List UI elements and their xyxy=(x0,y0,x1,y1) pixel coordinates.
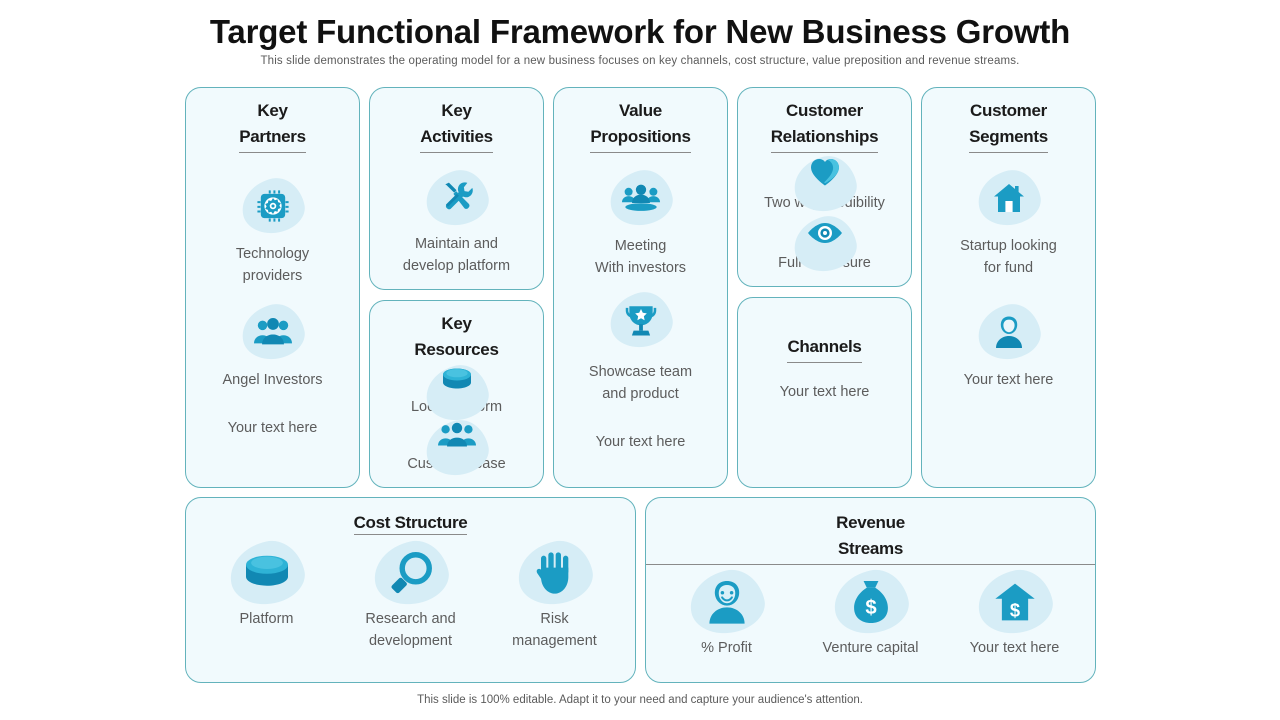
column-customer-relationships: Customer Relationships Two way credibili… xyxy=(737,87,912,488)
list-item[interactable]: Research and development xyxy=(348,534,474,652)
page-subtitle: This slide demonstrates the operating mo… xyxy=(260,55,1020,67)
svg-text:$: $ xyxy=(1009,599,1019,620)
item-label: Research and development xyxy=(365,611,456,649)
card-key-resources[interactable]: Key Resources Local platform xyxy=(369,300,544,488)
footer-note: This slide is 100% editable. Adapt it to… xyxy=(417,694,863,706)
card-channels[interactable]: Channels Your text here xyxy=(737,297,912,488)
column-key-partners: Key Partners Te xyxy=(185,87,360,488)
column-customer-segments: Customer Segments Startup looking for fu… xyxy=(921,87,1096,488)
database-icon xyxy=(420,359,493,426)
magnifier-icon xyxy=(367,534,454,612)
user-icon xyxy=(972,299,1045,365)
placeholder-text[interactable]: Your text here xyxy=(227,420,318,436)
list-item[interactable]: Risk management xyxy=(492,534,618,652)
card-title-customer-relationships: Customer Relationships xyxy=(770,98,879,153)
panel-revenue-streams[interactable]: Revenue Streams xyxy=(645,497,1096,683)
item-label: Venture capital xyxy=(822,640,919,656)
item-label: Maintain and develop platform xyxy=(402,236,511,274)
heart-icon xyxy=(788,150,861,217)
item-label: Showcase team and product xyxy=(588,364,693,402)
column-key-activities: Key Activities Maintain and dev xyxy=(369,87,544,488)
card-value-propositions[interactable]: Value Propositions xyxy=(553,87,728,488)
column-value-propositions: Value Propositions xyxy=(553,87,728,488)
card-title-customer-segments: Customer Segments xyxy=(969,98,1048,153)
revenue-streams-items: % Profit $ Venture capital xyxy=(646,563,1095,659)
page-title: Target Functional Framework for New Busi… xyxy=(209,13,1071,50)
bank-icon: $ xyxy=(971,563,1058,641)
cost-structure-items: Platform Research and development xyxy=(186,534,635,652)
eye-icon xyxy=(788,211,861,277)
tools-icon xyxy=(420,164,493,231)
item-label: Your text here xyxy=(969,640,1060,656)
business-model-canvas: Key Partners Te xyxy=(185,87,1096,488)
panel-title-cost-structure: Cost Structure xyxy=(186,510,635,536)
list-item[interactable]: % Profit xyxy=(664,563,790,659)
card-key-partners[interactable]: Key Partners Te xyxy=(185,87,360,488)
home-icon xyxy=(972,165,1045,231)
money-bag-icon: $ xyxy=(827,563,914,641)
item-label: Startup looking for fund xyxy=(960,238,1057,276)
item-label: Risk management xyxy=(512,611,597,649)
customers-icon xyxy=(420,414,493,481)
list-item[interactable]: $ Your text here xyxy=(952,563,1078,659)
list-item[interactable]: $ Venture capital xyxy=(808,563,934,659)
svg-text:$: $ xyxy=(865,597,876,619)
list-item[interactable]: Platform xyxy=(204,534,330,630)
card-key-activities[interactable]: Key Activities Maintain and dev xyxy=(369,87,544,290)
card-title-channels: Channels xyxy=(787,334,862,363)
item-label: % Profit xyxy=(701,640,752,656)
card-customer-segments[interactable]: Customer Segments Startup looking for fu… xyxy=(921,87,1096,488)
item-label: Platform xyxy=(239,611,294,627)
item-label: Meeting With investors xyxy=(594,238,687,276)
placeholder-text[interactable]: Your text here xyxy=(595,434,686,450)
panel-cost-structure[interactable]: Cost Structure Platform xyxy=(185,497,636,683)
hand-icon xyxy=(511,534,598,612)
item-label: Technology providers xyxy=(235,246,310,284)
card-title-value-propositions: Value Propositions xyxy=(590,98,691,153)
meeting-icon xyxy=(604,165,677,231)
card-title-key-resources: Key Resources xyxy=(414,314,499,359)
card-title-key-activities: Key Activities xyxy=(420,98,493,153)
bottom-row: Cost Structure Platform xyxy=(185,497,1096,683)
microchip-icon xyxy=(236,173,309,239)
card-customer-relationships[interactable]: Customer Relationships Two way credibili… xyxy=(737,87,912,287)
person-icon xyxy=(683,563,770,641)
card-title-key-partners: Key Partners xyxy=(239,98,306,153)
people-group-icon xyxy=(236,299,309,365)
trophy-icon xyxy=(604,287,677,353)
item-label: Angel Investors xyxy=(222,372,323,388)
panel-title-revenue-streams: Revenue Streams xyxy=(646,510,1095,565)
placeholder-text[interactable]: Your text here xyxy=(779,384,870,400)
item-label: Your text here xyxy=(963,372,1054,388)
database-icon xyxy=(223,534,310,612)
